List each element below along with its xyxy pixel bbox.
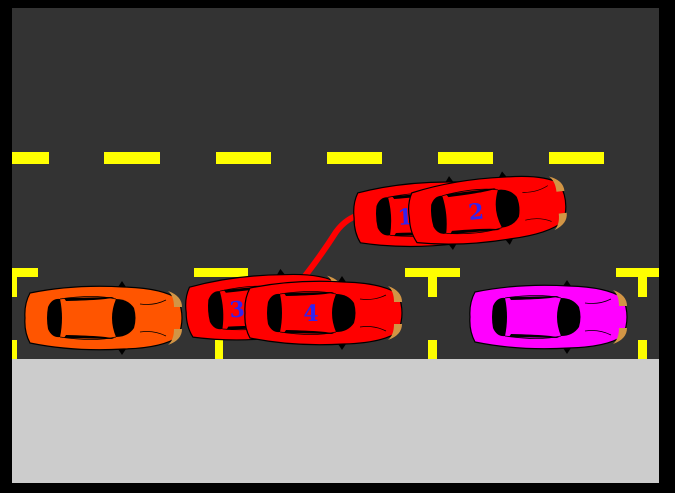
step-number-label: 3 <box>229 296 246 323</box>
car-red-step-4: 4 <box>245 276 402 350</box>
car-sprite <box>470 280 627 354</box>
sidewalk <box>12 359 659 483</box>
step-number-label: 4 <box>303 301 318 327</box>
step-number-label: 2 <box>467 199 485 226</box>
car-sprite <box>25 281 182 355</box>
car-orange-parked <box>25 281 182 355</box>
car-magenta-parked <box>470 280 627 354</box>
car-sprite <box>245 276 402 350</box>
